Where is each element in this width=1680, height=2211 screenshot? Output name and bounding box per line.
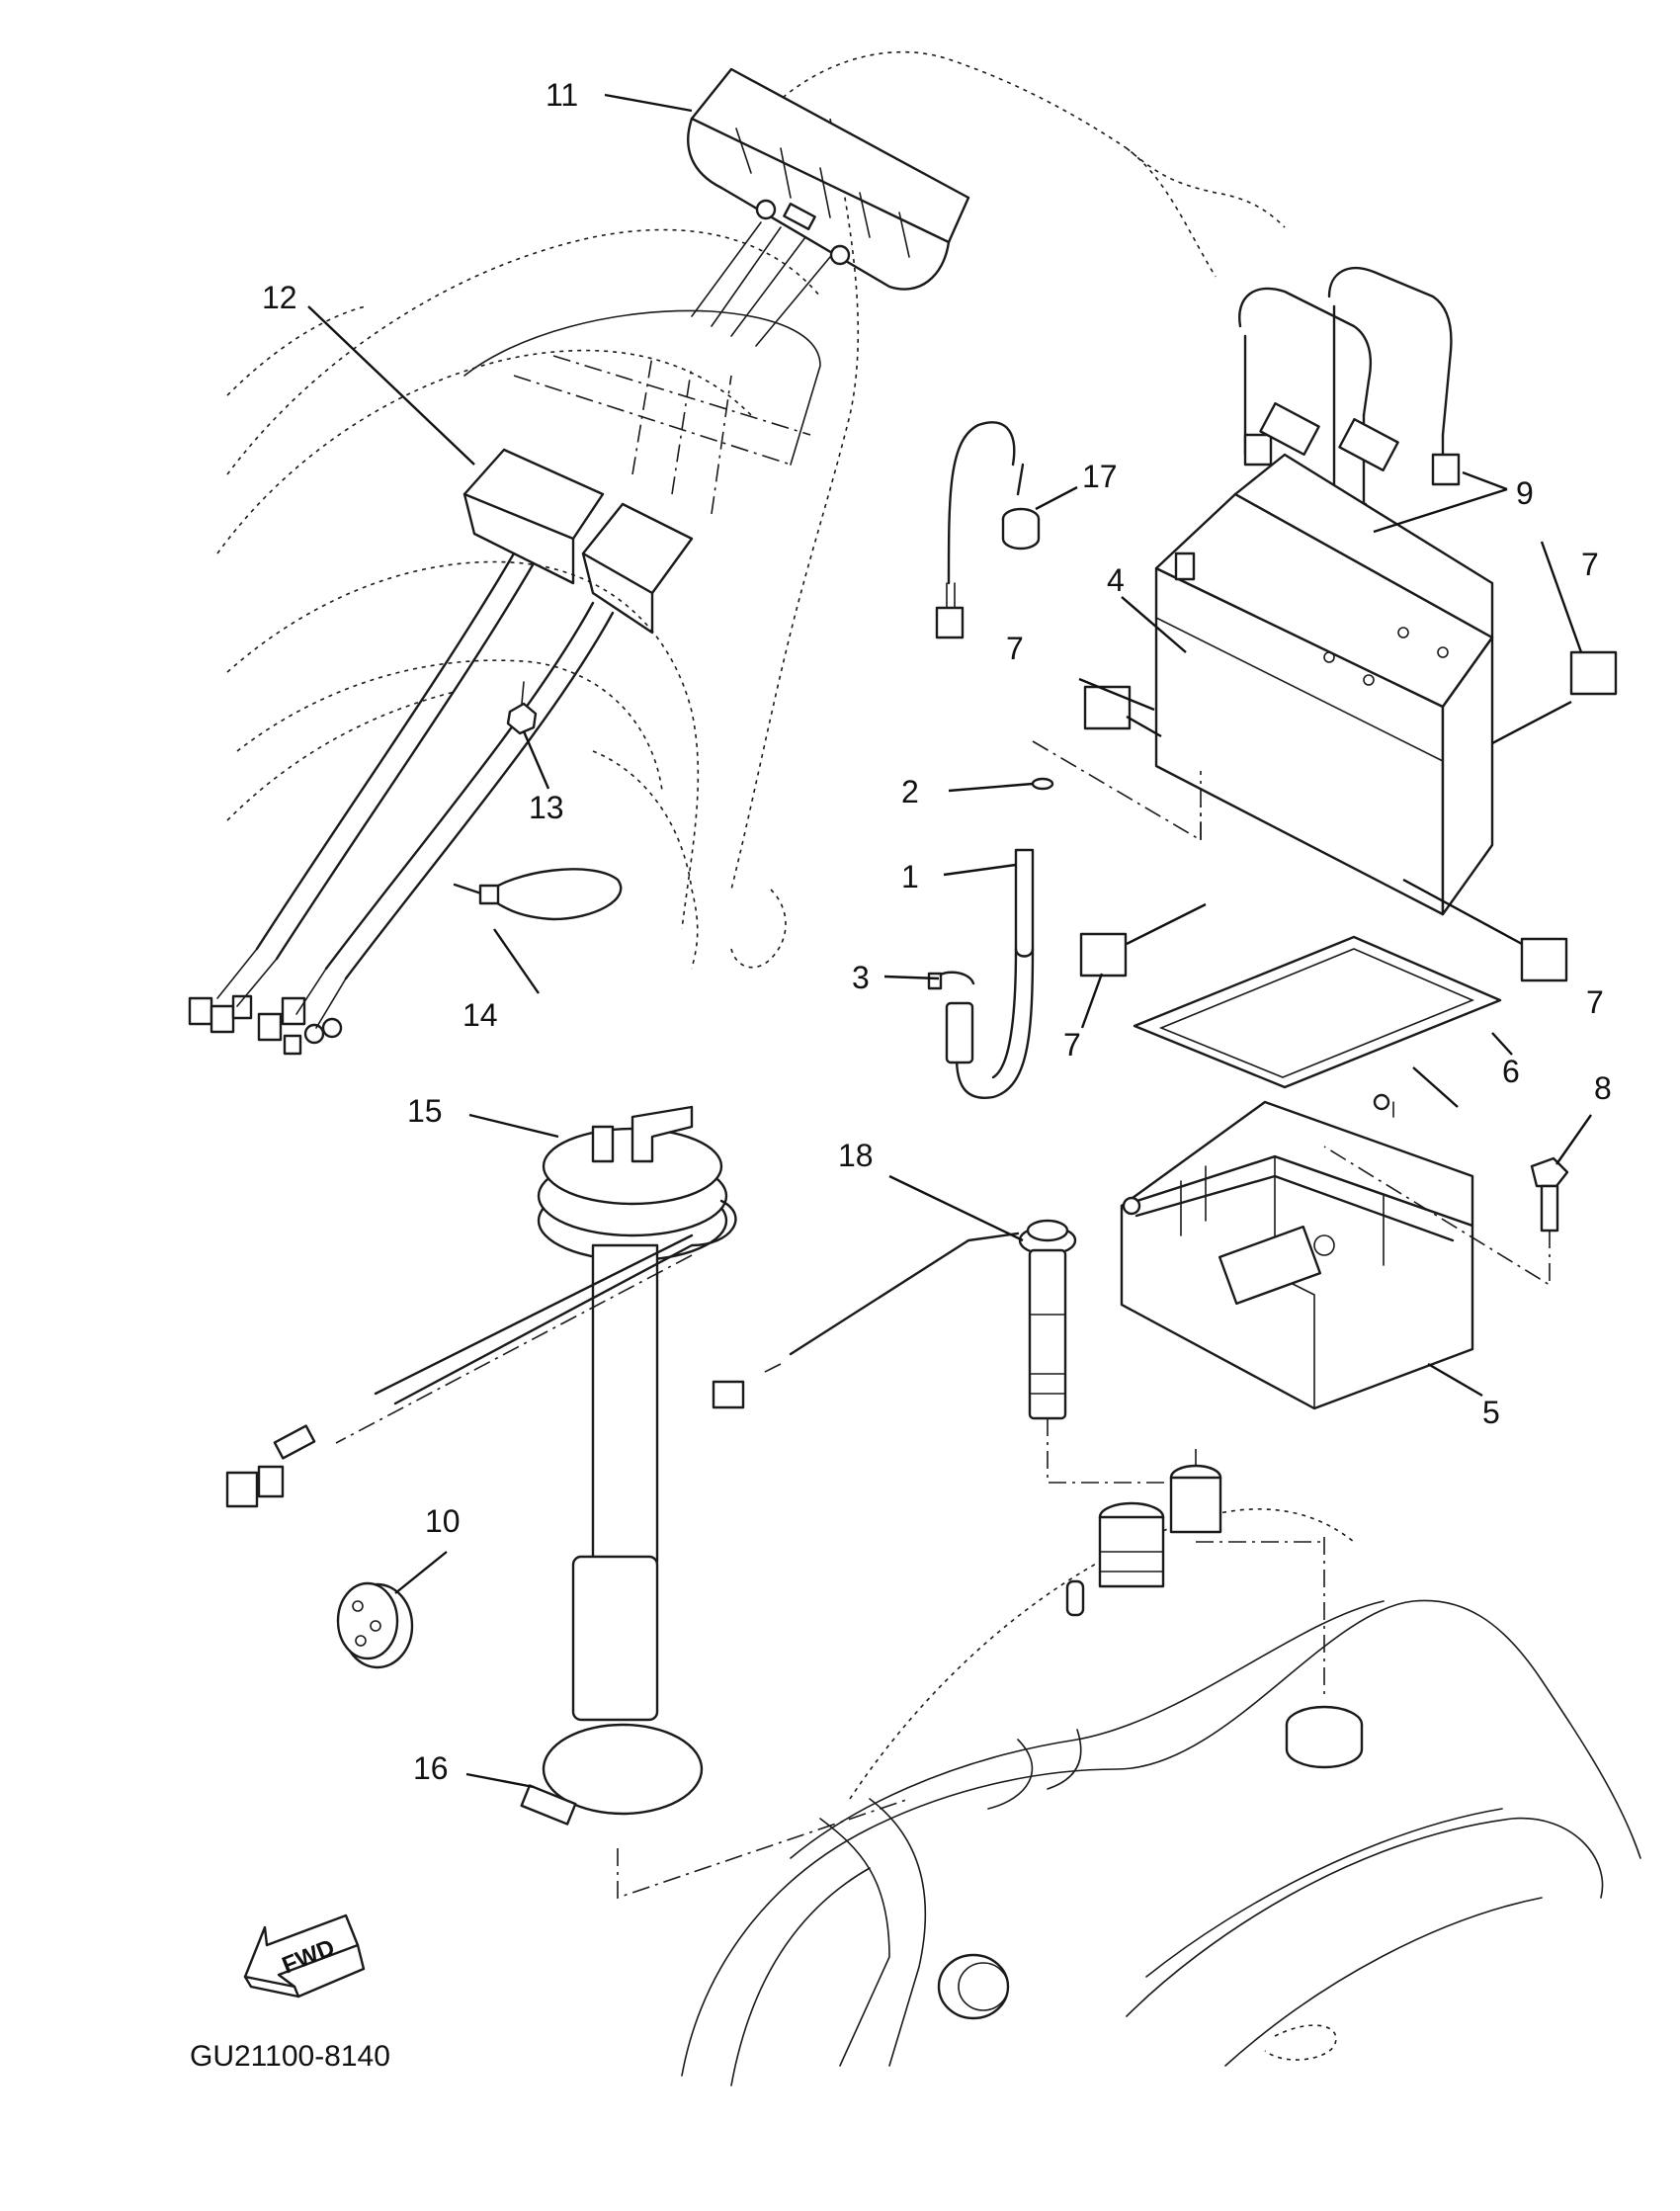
- part-4-battery: [1154, 401, 1494, 916]
- fuel-tank: [681, 1464, 1641, 2086]
- callout-17: 17: [1082, 459, 1118, 494]
- diagram-code: GU21100-8140: [190, 2040, 390, 2073]
- leader-lines: [307, 93, 1592, 1789]
- part-18-sensor-rod: [712, 1219, 1197, 1484]
- callout-1: 1: [901, 859, 919, 894]
- callout-11: 11: [546, 77, 578, 113]
- part-1-2-3-vent-tube: [927, 740, 1202, 1099]
- part-12-housing: [462, 309, 821, 635]
- callout-18: 18: [838, 1138, 874, 1173]
- callout-10: 10: [425, 1503, 461, 1539]
- hull-deck-outline: [216, 50, 1286, 970]
- part-14-cable-tie: [453, 868, 623, 921]
- callout-7c: 7: [1063, 1027, 1081, 1063]
- callout-16: 16: [413, 1750, 449, 1786]
- callout-4: 4: [1107, 562, 1125, 598]
- part-16-clamp: [520, 1723, 910, 1900]
- part-17-sensor: [935, 421, 1041, 639]
- part-5-battery-box: [1120, 1093, 1474, 1410]
- callout-9: 9: [1516, 475, 1534, 511]
- callout-15: 15: [407, 1093, 443, 1129]
- fwd-arrow-icon: FWD: [243, 1913, 366, 1998]
- callout-12: 12: [262, 280, 297, 315]
- callout-7d: 7: [1586, 984, 1604, 1020]
- callout-6: 6: [1502, 1054, 1520, 1089]
- callout-5: 5: [1482, 1395, 1500, 1430]
- callout-2: 2: [901, 774, 919, 809]
- callout-13: 13: [529, 790, 564, 825]
- part-11-meter: [687, 67, 970, 347]
- meter-wire-harness: [188, 552, 615, 1056]
- callout-7b: 7: [1581, 547, 1599, 582]
- part-6-pad: [1133, 935, 1502, 1089]
- callout-14: 14: [462, 997, 498, 1033]
- callout-3: 3: [852, 960, 870, 995]
- part-8-bolt: [1323, 1146, 1569, 1287]
- part-10-grommet: [336, 1581, 414, 1669]
- part-15-fuel-sender: [225, 1105, 737, 1722]
- part-7-labels: [1079, 650, 1618, 982]
- part-13-nut: [506, 681, 538, 735]
- callout-8: 8: [1594, 1070, 1612, 1106]
- callout-labels: 1 2 3 4 5 6 7 7 7 7 8 9 10 11 12 13 14 1…: [262, 77, 1612, 1786]
- callout-7a: 7: [1006, 631, 1024, 666]
